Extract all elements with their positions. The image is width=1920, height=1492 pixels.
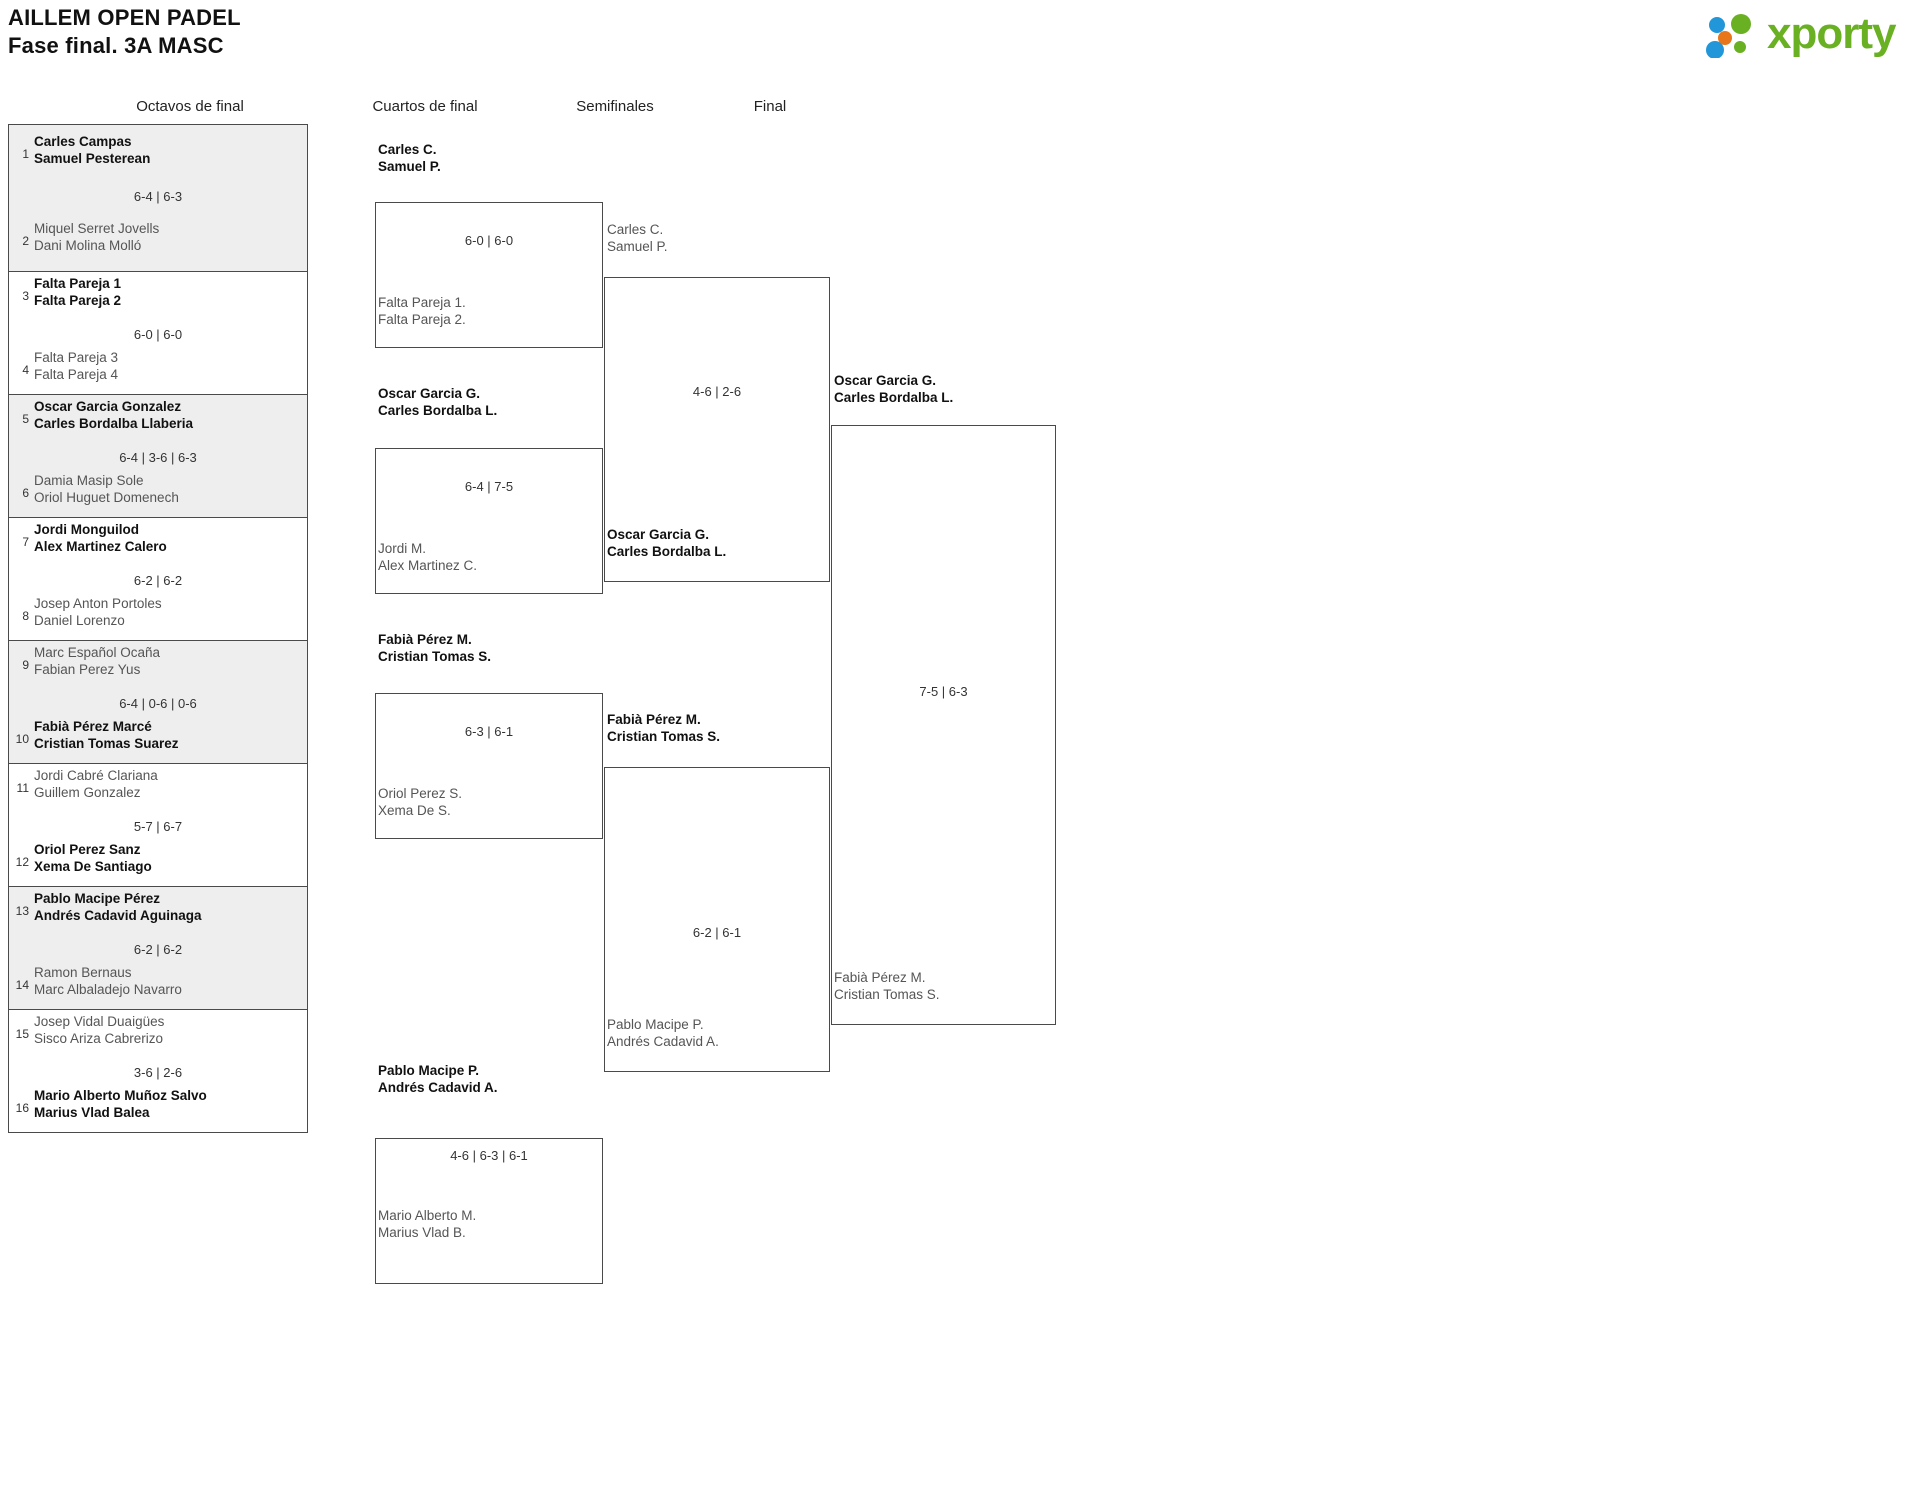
qf-match-4-top-team: Pablo Macipe P. Andrés Cadavid A.: [378, 1063, 498, 1095]
r16-match-1-bottom-team: Miquel Serret Jovells Dani Molina Molló: [34, 221, 160, 253]
r16-match-4-top-team: Jordi Monguilod Alex Martinez Calero: [34, 522, 167, 554]
r16-match-1-top-team: Carles Campas Samuel Pesterean: [34, 134, 151, 166]
round-header-semifinales: Semifinales: [576, 98, 654, 115]
r16-match-6[interactable]: 11 Jordi Cabré Clariana Guillem Gonzalez…: [8, 763, 308, 887]
seed-number: 15: [15, 1027, 29, 1041]
r16-match-2-score: 6-0 | 6-0: [133, 327, 183, 342]
r16-match-7[interactable]: 13 Pablo Macipe Pérez Andrés Cadavid Agu…: [8, 886, 308, 1010]
r16-match-2[interactable]: 3 Falta Pareja 1 Falta Pareja 2 6-0 | 6-…: [8, 271, 308, 395]
r16-match-7-bottom-team: Ramon Bernaus Marc Albaladejo Navarro: [34, 965, 182, 997]
r16-match-2-bottom-team: Falta Pareja 3 Falta Pareja 4: [34, 350, 119, 382]
page-title: AILLEM OPEN PADEL Fase final. 3A MASC: [8, 4, 241, 60]
r16-match-1-score: 6-4 | 6-3: [133, 189, 183, 204]
round-header-final: Final: [753, 98, 787, 115]
r16-match-3-score: 6-4 | 3-6 | 6-3: [119, 450, 197, 465]
seed-number: 16: [15, 1101, 29, 1115]
seed-number: 2: [22, 234, 29, 248]
seed-number: 3: [22, 289, 29, 303]
round-header-cuartos: Cuartos de final: [372, 98, 478, 115]
r16-match-5-top-team: Marc Español Ocaña Fabian Perez Yus: [34, 645, 161, 677]
qf-match-3-top-team: Fabià Pérez M. Cristian Tomas S.: [378, 632, 492, 664]
qf-match-4-score: 4-6 | 6-3 | 6-1: [450, 1148, 528, 1163]
seed-number: 12: [15, 855, 29, 869]
sf-match-1-box[interactable]: [604, 277, 830, 582]
qf-match-2-score: 6-4 | 7-5: [464, 479, 514, 494]
qf-match-2-bottom-team: Jordi M. Alex Martinez C.: [378, 541, 478, 573]
qf-match-1-top-team: Carles C. Samuel P.: [378, 142, 441, 174]
r16-match-6-top-team: Jordi Cabré Clariana Guillem Gonzalez: [34, 768, 158, 800]
sf-match-2-score: 6-2 | 6-1: [692, 925, 742, 940]
seed-number: 4: [22, 363, 29, 377]
qf-match-4-bottom-team: Mario Alberto M. Marius Vlad B.: [378, 1208, 477, 1240]
tournament-phase: Fase final. 3A MASC: [8, 33, 224, 58]
seed-number: 13: [15, 904, 29, 918]
logo-wordmark: xporty: [1767, 9, 1896, 58]
qf-match-3-score: 6-3 | 6-1: [464, 724, 514, 739]
seed-number: 8: [22, 609, 29, 623]
seed-number: 1: [22, 147, 29, 161]
sf-match-2-box[interactable]: [604, 767, 830, 1072]
r16-match-8-score: 3-6 | 2-6: [133, 1065, 183, 1080]
final-match-score: 7-5 | 6-3: [919, 684, 968, 699]
r16-match-4-bottom-team: Josep Anton Portoles Daniel Lorenzo: [34, 596, 162, 628]
sf-match-1-score: 4-6 | 2-6: [692, 384, 742, 399]
final-match-box[interactable]: [831, 425, 1056, 1025]
r16-match-6-score: 5-7 | 6-7: [133, 819, 183, 834]
xporty-logo: xporty: [1705, 9, 1905, 60]
r16-match-6-bottom-team: Oriol Perez Sanz Xema De Santiago: [34, 842, 152, 874]
r16-match-3[interactable]: 5 Oscar Garcia Gonzalez Carles Bordalba …: [8, 394, 308, 518]
r16-match-2-top-team: Falta Pareja 1 Falta Pareja 2: [34, 276, 122, 308]
tournament-name: AILLEM OPEN PADEL: [8, 5, 241, 30]
seed-number: 6: [22, 486, 29, 500]
r16-match-8-bottom-team: Mario Alberto Muñoz Salvo Marius Vlad Ba…: [34, 1088, 207, 1120]
qf-match-2-box[interactable]: [375, 448, 603, 594]
sf-match-2-top-team: Fabià Pérez M. Cristian Tomas S.: [607, 712, 721, 744]
seed-number: 11: [16, 781, 29, 795]
r16-match-3-bottom-team: Damia Masip Sole Oriol Huguet Domenech: [34, 473, 179, 505]
qf-match-3-box[interactable]: [375, 693, 603, 839]
sf-match-1-bottom-team: Oscar Garcia G. Carles Bordalba L.: [607, 527, 727, 559]
qf-match-2-top-team: Oscar Garcia G. Carles Bordalba L.: [378, 386, 498, 418]
r16-match-7-top-team: Pablo Macipe Pérez Andrés Cadavid Aguina…: [34, 891, 202, 923]
sf-match-2-bottom-team: Pablo Macipe P. Andrés Cadavid A.: [607, 1017, 719, 1049]
qf-match-1-box[interactable]: [375, 202, 603, 348]
qf-match-1-score: 6-0 | 6-0: [464, 233, 514, 248]
r16-match-7-score: 6-2 | 6-2: [133, 942, 183, 957]
r16-match-3-top-team: Oscar Garcia Gonzalez Carles Bordalba Ll…: [34, 399, 194, 431]
seed-number: 14: [15, 978, 29, 992]
final-match-bottom-team: Fabià Pérez M. Cristian Tomas S.: [834, 970, 940, 1002]
r16-match-5-score: 6-4 | 0-6 | 0-6: [119, 696, 197, 711]
qf-match-4-box[interactable]: [375, 1138, 603, 1284]
r16-match-4[interactable]: 7 Jordi Monguilod Alex Martinez Calero 6…: [8, 517, 308, 641]
logo-dots-icon: [1706, 14, 1751, 58]
r16-match-8[interactable]: 15 Josep Vidal Duaigües Sisco Ariza Cabr…: [8, 1009, 308, 1133]
seed-number: 9: [22, 658, 29, 672]
r16-match-5-bottom-team: Fabià Pérez Marcé Cristian Tomas Suarez: [34, 719, 179, 751]
final-match-top-team: Oscar Garcia G. Carles Bordalba L.: [834, 373, 954, 405]
qf-match-1-bottom-team: Falta Pareja 1. Falta Pareja 2.: [378, 295, 466, 327]
r16-match-4-score: 6-2 | 6-2: [133, 573, 183, 588]
qf-match-3-bottom-team: Oriol Perez S. Xema De S.: [378, 786, 463, 818]
r16-match-1[interactable]: 1 Carles Campas Samuel Pesterean 6-4 | 6…: [8, 124, 308, 272]
seed-number: 7: [22, 535, 29, 549]
r16-match-8-top-team: Josep Vidal Duaigües Sisco Ariza Cabreri…: [34, 1014, 165, 1046]
r16-match-5[interactable]: 9 Marc Español Ocaña Fabian Perez Yus 6-…: [8, 640, 308, 764]
sf-match-1-top-team: Carles C. Samuel P.: [607, 222, 668, 254]
seed-number: 10: [15, 732, 29, 746]
round-header-octavos: Octavos de final: [136, 98, 244, 115]
seed-number: 5: [22, 412, 29, 426]
